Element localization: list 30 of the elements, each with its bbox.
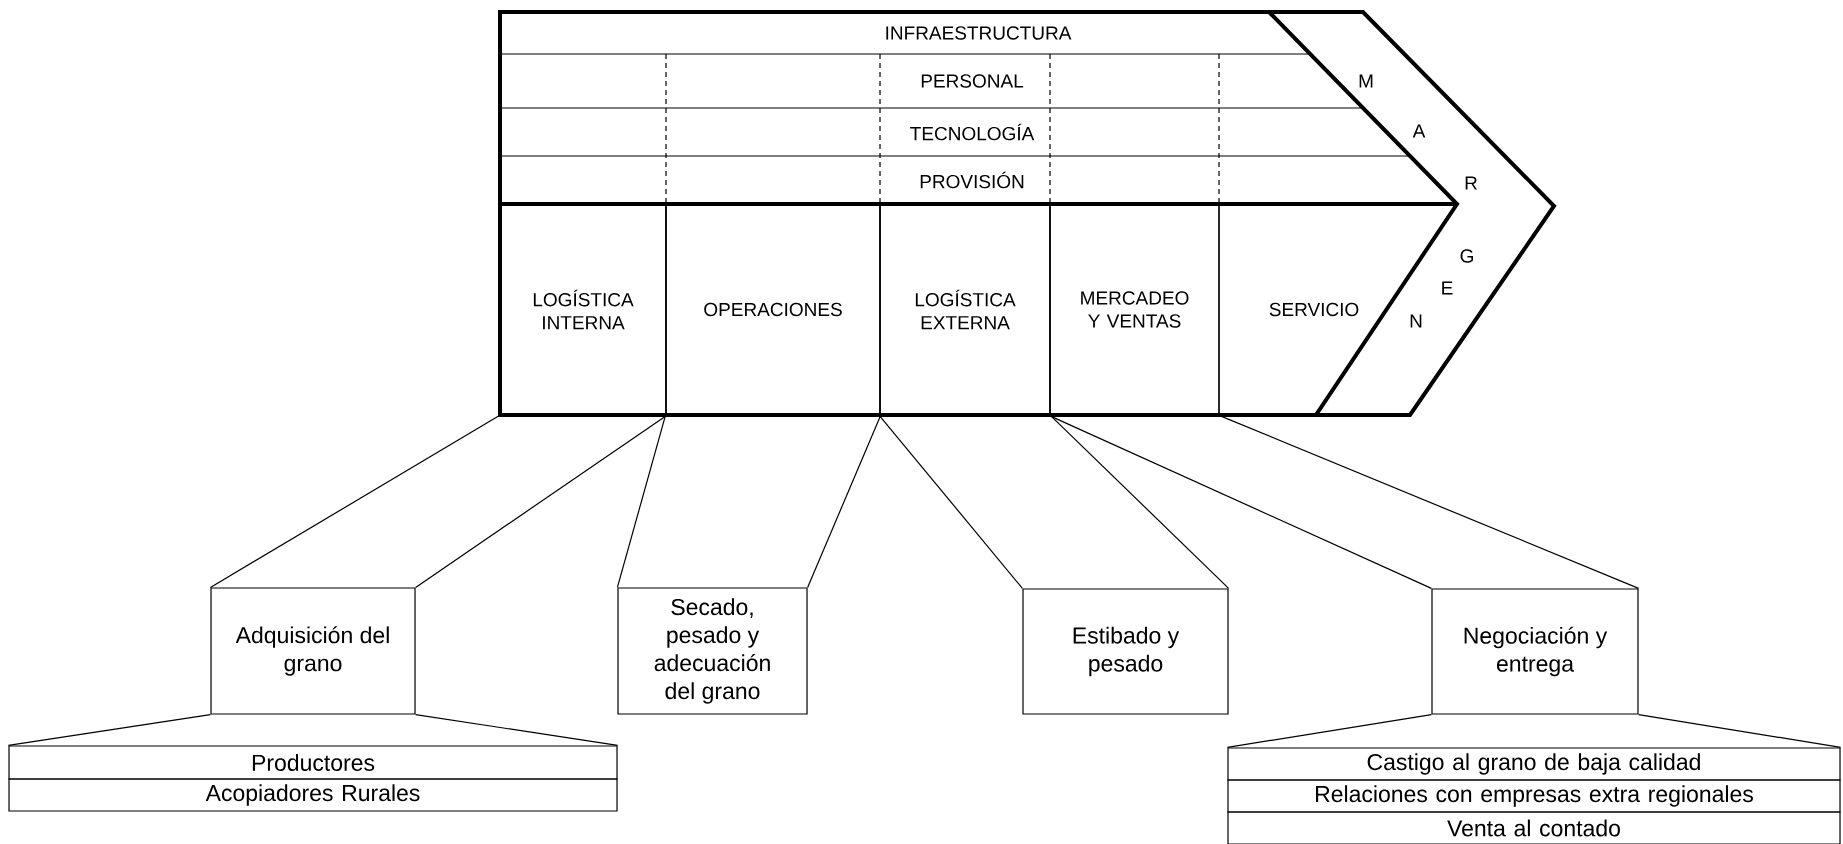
support-activity-label: TECNOLOGÍA <box>910 123 1035 141</box>
connector-line <box>878 415 1023 589</box>
support-activity-label: PROVISIÓN <box>920 171 1024 189</box>
support-activity-label: INFRAESTRUCTURA <box>886 26 1072 40</box>
activity-box: Adquisición del grano <box>210 587 416 715</box>
activity-box: Negociación y entrega <box>1431 588 1639 715</box>
connector-line <box>807 415 882 588</box>
table-row: Castigo al grano de baja calidad <box>1227 747 1841 781</box>
connector-line <box>1050 415 1230 589</box>
connector-line <box>7 714 211 746</box>
table-row: Productores <box>8 745 618 780</box>
table-row: Acopiadores Rurales <box>8 778 618 812</box>
primary-activity-label: SERVICIO <box>1269 302 1359 317</box>
connector-line <box>1219 415 1640 589</box>
primary-activity-cell: LOGÍSTICA EXTERNA <box>879 203 1051 416</box>
primary-activity-cell: OPERACIONES <box>665 203 881 416</box>
connector-line <box>616 415 666 588</box>
table-row: Venta al contado <box>1227 811 1841 844</box>
table-row: Relaciones con empresas extra regionales <box>1227 779 1841 813</box>
primary-activity-cell: MERCADEO Y VENTAS <box>1049 203 1220 416</box>
connector-line <box>415 415 668 588</box>
activity-box: Estibado y pesado <box>1022 588 1229 715</box>
connector-line <box>1638 714 1842 748</box>
primary-activity-cell: LOGÍSTICA INTERNA <box>499 203 667 416</box>
activity-box: Secado, pesado y adecuación del grano <box>617 587 808 715</box>
connector-line <box>415 714 619 746</box>
connector-line <box>209 415 500 588</box>
connector-line <box>1226 714 1432 748</box>
support-activity-label: PERSONAL <box>921 74 1024 88</box>
connector-line <box>1048 415 1432 589</box>
